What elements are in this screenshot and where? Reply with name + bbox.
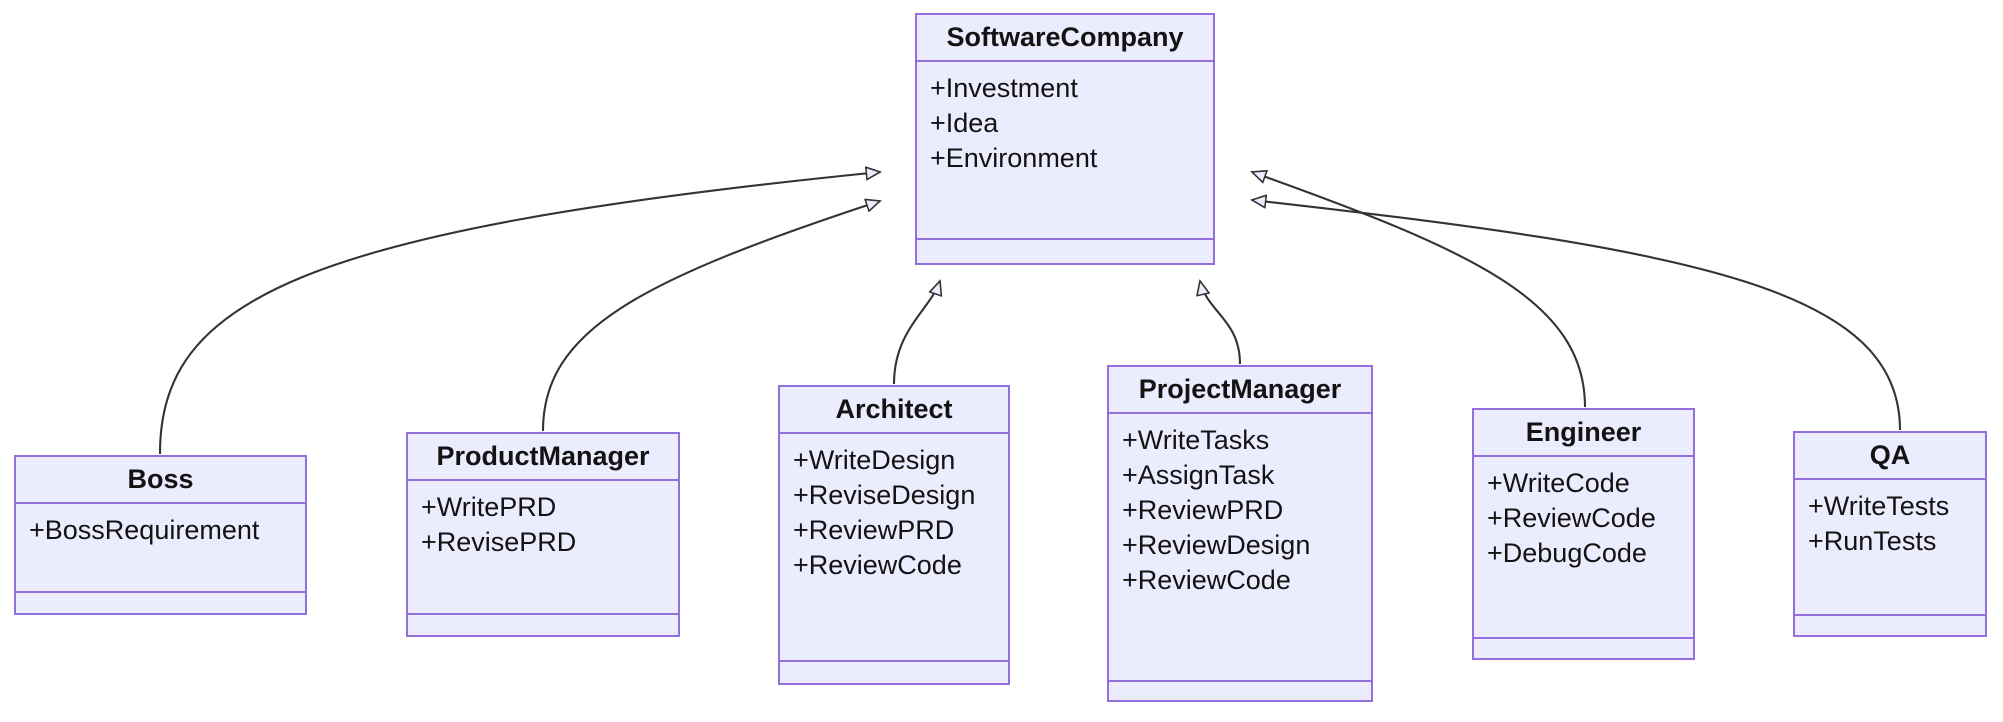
class-methods-projectmanager <box>1109 682 1371 702</box>
class-methods-productmanager <box>408 615 678 635</box>
class-member: +BossRequirement <box>29 515 260 545</box>
class-title-projectmanager: ProjectManager <box>1109 367 1371 414</box>
class-members-engineer: +WriteCode +ReviewCode +DebugCode <box>1474 457 1693 639</box>
class-node-architect[interactable]: Architect +WriteDesign +ReviseDesign +Re… <box>778 385 1010 685</box>
class-title-productmanager: ProductManager <box>408 434 678 481</box>
class-member: +ReviewCode <box>793 550 962 580</box>
class-members-softwarecompany: +Investment +Idea +Environment <box>917 62 1213 240</box>
class-members-projectmanager: +WriteTasks +AssignTask +ReviewPRD +Revi… <box>1109 414 1371 682</box>
class-member: +AssignTask <box>1122 460 1275 490</box>
class-member: +DebugCode <box>1487 538 1647 568</box>
class-members-boss: +BossRequirement <box>16 504 305 593</box>
class-member: +RevisePRD <box>421 527 577 557</box>
class-node-engineer[interactable]: Engineer +WriteCode +ReviewCode +DebugCo… <box>1472 408 1695 660</box>
class-title-softwarecompany: SoftwareCompany <box>917 15 1213 62</box>
class-member: +WriteCode <box>1487 468 1630 498</box>
class-node-softwarecompany[interactable]: SoftwareCompany +Investment +Idea +Envir… <box>915 13 1215 265</box>
class-members-qa: +WriteTests +RunTests <box>1795 480 1985 616</box>
class-node-projectmanager[interactable]: ProjectManager +WriteTasks +AssignTask +… <box>1107 365 1373 702</box>
class-node-qa[interactable]: QA +WriteTests +RunTests <box>1793 431 1987 637</box>
class-title-architect: Architect <box>780 387 1008 434</box>
class-node-boss[interactable]: Boss +BossRequirement <box>14 455 307 615</box>
edge-boss-to-softwarecompany <box>158 172 880 455</box>
class-members-productmanager: +WritePRD +RevisePRD <box>408 481 678 615</box>
class-member: +WriteTests <box>1808 491 1950 521</box>
class-member: +ReviseDesign <box>793 480 976 510</box>
class-methods-boss <box>16 593 305 613</box>
class-member: +ReviewPRD <box>1122 495 1284 525</box>
class-member: +ReviewCode <box>1487 503 1656 533</box>
class-member: +WriteTasks <box>1122 425 1270 455</box>
edge-architect-to-softwarecompany <box>892 281 940 385</box>
class-methods-engineer <box>1474 639 1693 660</box>
class-member: +Environment <box>930 143 1098 173</box>
class-member: +ReviewDesign <box>1122 530 1311 560</box>
edge-projectmanager-to-softwarecompany <box>1200 281 1242 365</box>
class-methods-architect <box>780 662 1008 683</box>
class-member: +WriteDesign <box>793 445 956 475</box>
class-member: +ReviewPRD <box>793 515 955 545</box>
class-member: +Idea <box>930 108 999 138</box>
class-methods-softwarecompany <box>917 240 1213 263</box>
class-member: +ReviewCode <box>1122 565 1291 595</box>
class-member: +Investment <box>930 73 1078 103</box>
class-members-architect: +WriteDesign +ReviseDesign +ReviewPRD +R… <box>780 434 1008 662</box>
class-title-boss: Boss <box>16 457 305 504</box>
class-title-qa: QA <box>1795 433 1985 480</box>
class-node-productmanager[interactable]: ProductManager +WritePRD +RevisePRD <box>406 432 680 637</box>
class-member: +RunTests <box>1808 526 1937 556</box>
class-member: +WritePRD <box>421 492 557 522</box>
class-title-engineer: Engineer <box>1474 410 1693 457</box>
class-methods-qa <box>1795 616 1985 637</box>
